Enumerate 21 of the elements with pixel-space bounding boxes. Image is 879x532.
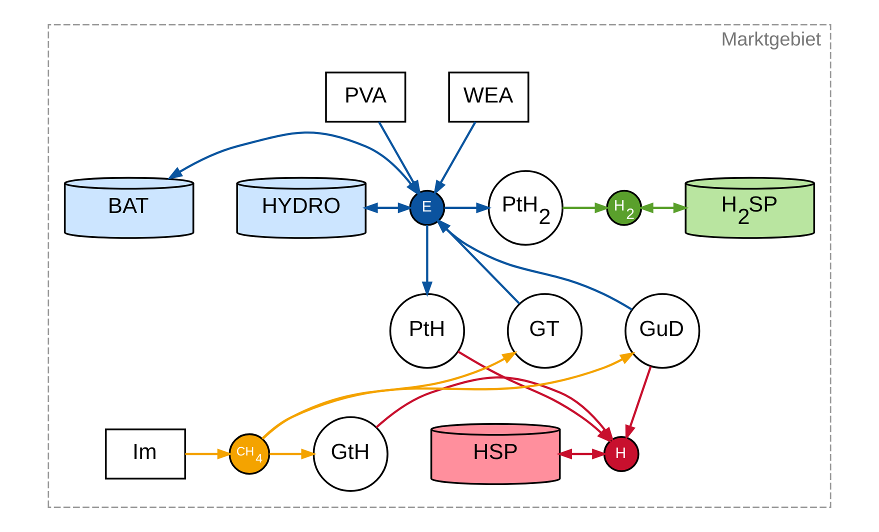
arrow (261, 352, 636, 440)
arrow (556, 448, 608, 460)
arrow (433, 121, 476, 196)
node-circle: H (603, 436, 640, 472)
node-box: Im (104, 428, 186, 480)
node-circle: PtH (389, 293, 465, 369)
arrow (362, 202, 414, 214)
arrow (625, 366, 652, 441)
node-circle: GuD (624, 293, 700, 369)
node-circle: E (409, 190, 446, 226)
arrow (562, 202, 610, 214)
arrow (262, 351, 518, 440)
node-circle: GT (506, 293, 583, 369)
arrow (422, 224, 433, 297)
arrow (270, 448, 317, 460)
arrow (444, 202, 492, 214)
node-box: WEA (448, 72, 530, 123)
node-box: PVA (325, 72, 406, 123)
node-circle: GtH (312, 416, 388, 492)
arrow (638, 202, 689, 214)
arrow (185, 448, 233, 460)
